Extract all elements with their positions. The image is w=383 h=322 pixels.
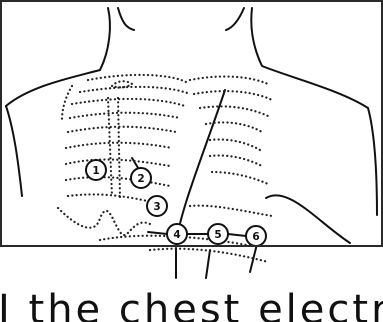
caption-text: I the chest electrode: [0, 290, 383, 322]
figure-frame: [0, 0, 383, 247]
caption-strip: I the chest electrode: [0, 290, 383, 322]
